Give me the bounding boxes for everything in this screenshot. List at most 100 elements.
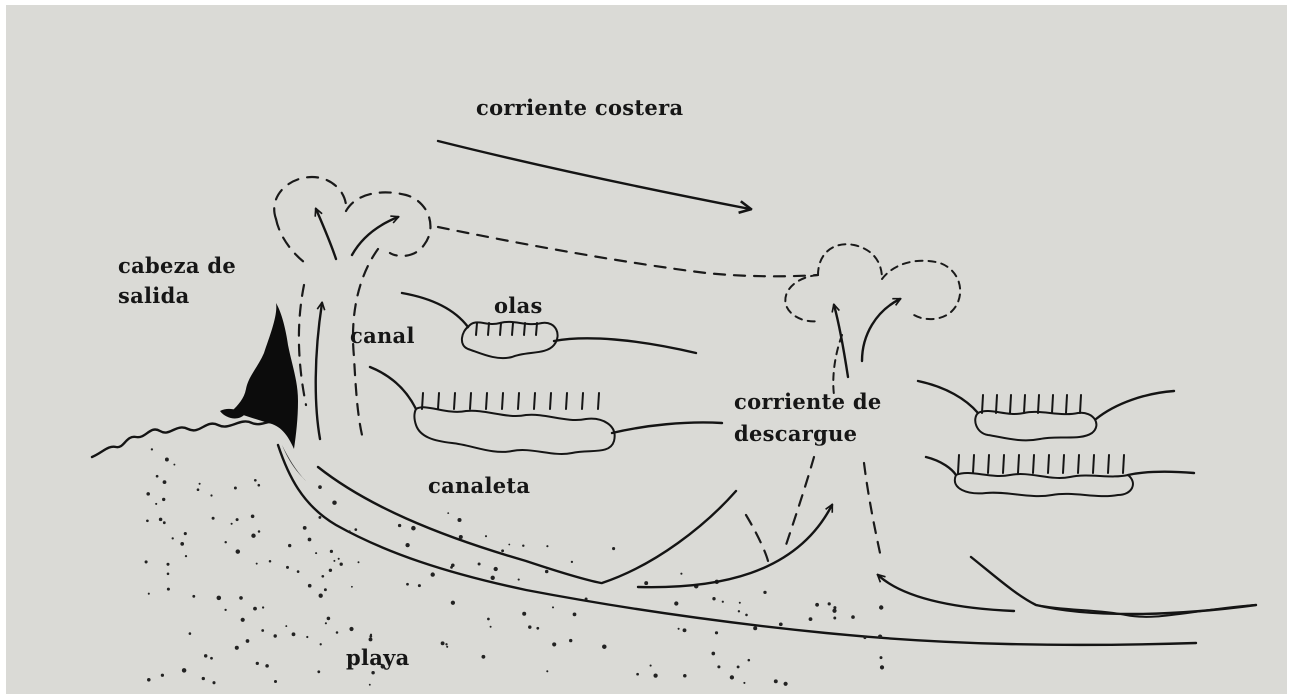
sand-dot — [167, 588, 170, 591]
sand-dot — [184, 532, 187, 535]
sand-dot — [546, 545, 548, 547]
sand-dot — [828, 602, 831, 605]
sand-dot — [234, 487, 237, 490]
sand-dot — [330, 550, 333, 553]
sand-dot — [411, 526, 416, 531]
sand-dot — [485, 535, 487, 537]
sand-dot — [146, 519, 149, 522]
sand-dot — [602, 644, 606, 648]
sand-dot — [730, 675, 734, 679]
sand-dot — [236, 518, 239, 521]
sand-dot — [315, 552, 317, 554]
sand-dot — [680, 573, 682, 575]
sand-dot — [546, 670, 548, 672]
sand-dot — [418, 584, 421, 587]
wave-crest-tick — [988, 455, 989, 473]
sand-dot — [224, 541, 226, 543]
wave-crest-tick — [582, 393, 583, 409]
sand-dot — [318, 516, 321, 519]
outlet-head-label: cabeza de — [118, 253, 236, 278]
sand-dot — [501, 549, 504, 552]
sand-dot — [235, 646, 239, 650]
sand-dot — [405, 543, 409, 547]
sand-dot — [319, 594, 323, 598]
sand-dot — [333, 560, 335, 562]
rip-current-label: corriente de — [734, 389, 882, 414]
sand-dot — [879, 605, 883, 609]
sand-dot — [204, 654, 207, 657]
wave-crest-tick — [454, 393, 455, 409]
sand-dot — [522, 612, 526, 616]
wave-crest-tick — [488, 323, 489, 335]
wave-crest-tick — [1018, 455, 1019, 473]
sand-dot — [743, 682, 745, 684]
wave-crest-tick — [1038, 395, 1039, 413]
sand-dot — [329, 569, 332, 572]
sand-dot — [332, 500, 336, 504]
sand-dot — [241, 618, 245, 622]
sand-dot — [573, 613, 577, 617]
sand-dot — [369, 635, 372, 638]
wave-crest-tick — [524, 323, 525, 335]
wave-crest-tick — [500, 323, 501, 335]
sand-dot — [763, 591, 766, 594]
sand-dot — [711, 652, 715, 656]
sand-dot — [851, 615, 855, 619]
sand-dot — [369, 684, 371, 686]
sand-dot — [478, 562, 481, 565]
sand-dot — [231, 523, 233, 525]
sand-dot — [210, 657, 213, 660]
wave-crest-tick — [486, 393, 487, 409]
sand-dot — [256, 563, 258, 565]
sand-dot — [431, 572, 435, 576]
sand-dot — [163, 521, 166, 524]
sand-dot — [212, 517, 215, 520]
sand-dot — [210, 494, 212, 496]
sand-dot — [336, 631, 339, 634]
wave-crest-tick — [470, 393, 471, 409]
sand-dot — [318, 485, 322, 489]
sand-dot — [528, 625, 531, 628]
sand-dot — [571, 561, 573, 563]
sand-dot — [162, 498, 165, 501]
wave-crest-tick — [534, 393, 535, 409]
sand-dot — [738, 610, 740, 612]
sand-dot — [398, 524, 401, 527]
sand-dot — [308, 584, 312, 588]
longshore-current-label: corriente costera — [476, 95, 683, 120]
sand-dot — [779, 622, 783, 626]
sand-dot — [317, 670, 320, 673]
sand-dot — [358, 561, 360, 563]
wave-crest-tick — [958, 455, 959, 473]
sand-dot — [251, 515, 255, 519]
sand-dot — [265, 664, 269, 668]
sand-dot — [552, 642, 556, 646]
channel-label: canal — [350, 323, 415, 348]
wave-crest-tick — [1024, 395, 1025, 413]
sand-dot — [369, 637, 373, 641]
sand-dot — [748, 659, 751, 662]
sand-dot — [536, 627, 539, 630]
sand-dot — [774, 679, 778, 683]
sand-dot — [325, 622, 327, 624]
sand-dot — [239, 596, 243, 600]
wave-crest-tick — [550, 393, 551, 409]
wave-crest-tick — [566, 393, 567, 409]
wave-crest-tick — [518, 393, 519, 409]
sand-dot — [286, 566, 289, 569]
sand-dot — [197, 488, 200, 491]
sand-dot — [236, 549, 240, 553]
wave-crest-tick — [422, 393, 423, 409]
sand-dot — [863, 636, 866, 639]
sand-dot — [784, 682, 788, 686]
sand-dot — [832, 609, 836, 613]
sand-dot — [636, 673, 639, 676]
sand-dot — [180, 542, 184, 546]
sand-dot — [753, 626, 757, 630]
sand-dot — [224, 609, 226, 611]
sand-dot — [261, 629, 264, 632]
sand-dot — [320, 643, 322, 645]
sand-dot — [308, 538, 312, 542]
wave-crest-tick — [1108, 455, 1109, 473]
sand-dot — [217, 596, 222, 601]
